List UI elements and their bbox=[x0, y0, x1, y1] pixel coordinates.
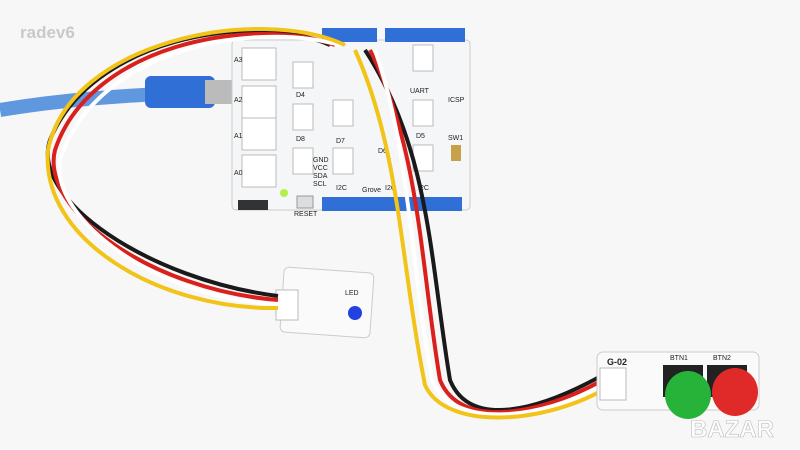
port-a1: A1 bbox=[234, 133, 243, 140]
port-d8: D8 bbox=[296, 136, 305, 143]
pin-sda: SDA bbox=[313, 173, 328, 180]
pin-vcc: VCC bbox=[313, 165, 328, 172]
wires bbox=[45, 27, 604, 420]
led-label: LED bbox=[345, 290, 359, 297]
pin-gnd: GND bbox=[313, 157, 329, 164]
port-d7: D7 bbox=[336, 138, 345, 145]
watermark-user: radev6 bbox=[20, 23, 75, 42]
sw1-label: SW1 bbox=[448, 135, 463, 142]
port-i2c-3: I2C bbox=[418, 185, 429, 192]
port-a3: A3 bbox=[234, 57, 243, 64]
led-module: LED bbox=[275, 266, 375, 339]
port-i2c-1: I2C bbox=[336, 185, 347, 192]
header-top-left bbox=[322, 28, 377, 42]
red-button[interactable] bbox=[712, 368, 758, 416]
wire-yellow bbox=[45, 27, 346, 311]
blue-led bbox=[348, 306, 362, 320]
wire-black-2 bbox=[363, 48, 604, 412]
grove-shield: A3 A2 A1 A0 D4 D8 GND VCC SDA SCL D7 I2C… bbox=[231, 28, 471, 218]
btn1-label: BTN1 bbox=[670, 355, 688, 362]
wire-white bbox=[57, 34, 341, 306]
usb-plug-metal bbox=[205, 80, 235, 104]
btn2-label: BTN2 bbox=[713, 355, 731, 362]
port-d5: D5 bbox=[416, 133, 425, 140]
port-a0: A0 bbox=[234, 170, 243, 177]
sw1-switch[interactable] bbox=[451, 145, 461, 161]
header-bottom bbox=[322, 197, 462, 211]
power-led bbox=[280, 189, 288, 197]
pin-scl: SCL bbox=[313, 181, 327, 188]
wire-red-2 bbox=[368, 49, 604, 415]
port-d6: D6 bbox=[378, 148, 387, 155]
wire-red bbox=[51, 31, 336, 302]
watermark-logo: BAZAR bbox=[690, 416, 774, 443]
reset-button[interactable] bbox=[296, 195, 314, 209]
wire-white-2 bbox=[373, 49, 604, 417]
port-i2c-2: I2C bbox=[385, 185, 396, 192]
port-a2: A2 bbox=[234, 97, 243, 104]
usb-plug bbox=[145, 76, 215, 108]
icsp-label: ICSP bbox=[448, 97, 465, 104]
port-uart: UART bbox=[410, 88, 430, 95]
port-d4: D4 bbox=[296, 92, 305, 99]
shield-title: Grove bbox=[362, 187, 381, 194]
module-name: G-02 bbox=[607, 357, 627, 367]
header-top-right bbox=[385, 28, 465, 42]
wire-yellow-2 bbox=[353, 49, 604, 420]
green-button[interactable] bbox=[665, 371, 711, 419]
shield-switch[interactable] bbox=[238, 200, 268, 210]
button-module: G-02 BTN1 BTN2 bbox=[596, 351, 760, 419]
reset-label: RESET bbox=[294, 211, 318, 218]
